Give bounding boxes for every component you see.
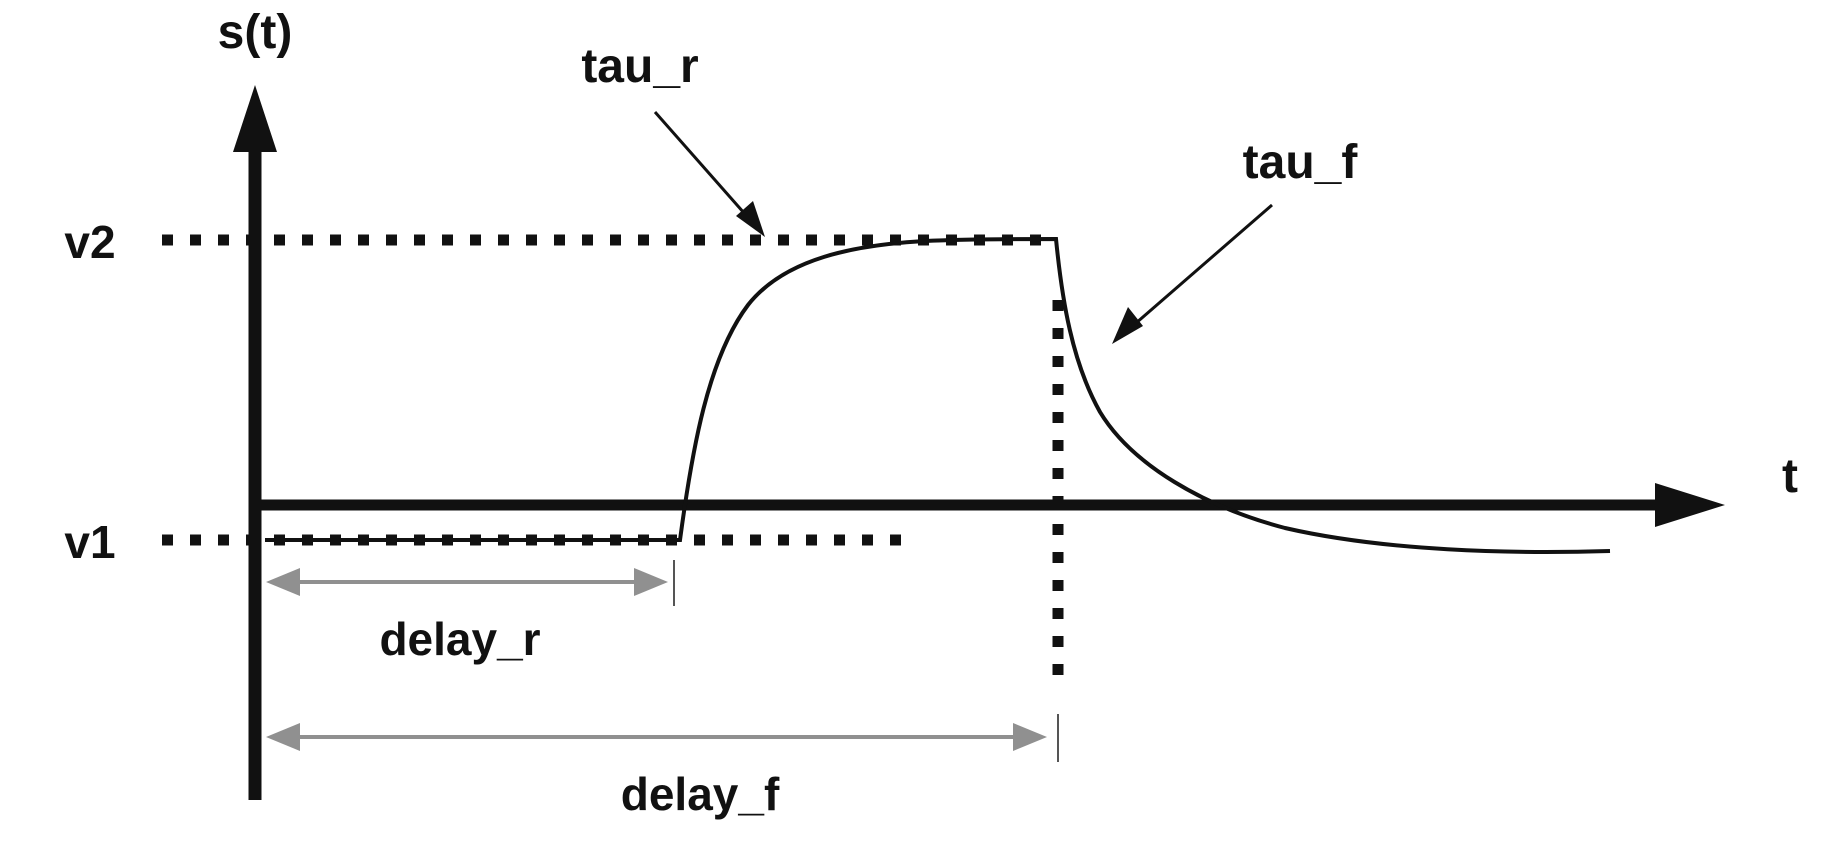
y-axis-label: s(t) — [218, 6, 293, 59]
tau-r-arrowhead-icon — [736, 201, 765, 237]
delay-r-label: delay_r — [379, 613, 540, 665]
v2-label: v2 — [64, 216, 115, 268]
x-axis-arrowhead-icon — [1655, 483, 1725, 527]
signal-curve — [265, 236, 1611, 554]
delay-f-label: delay_f — [621, 768, 780, 820]
tau-r-arrow — [653, 111, 754, 223]
v1-label: v1 — [64, 516, 115, 568]
delay-r-right-arrowhead-icon — [634, 568, 668, 596]
y-axis-arrowhead-icon — [233, 85, 277, 152]
tau-f-arrowhead-icon — [1112, 307, 1143, 344]
delay-r-left-arrowhead-icon — [266, 568, 300, 596]
delay-f-left-arrowhead-icon — [266, 723, 300, 751]
tau-f-label: tau_f — [1243, 136, 1359, 189]
tau-f-arrow — [1127, 203, 1273, 332]
delay-f-right-arrowhead-icon — [1013, 723, 1047, 751]
x-axis-label: t — [1782, 450, 1798, 503]
tau-r-label: tau_r — [581, 40, 698, 93]
